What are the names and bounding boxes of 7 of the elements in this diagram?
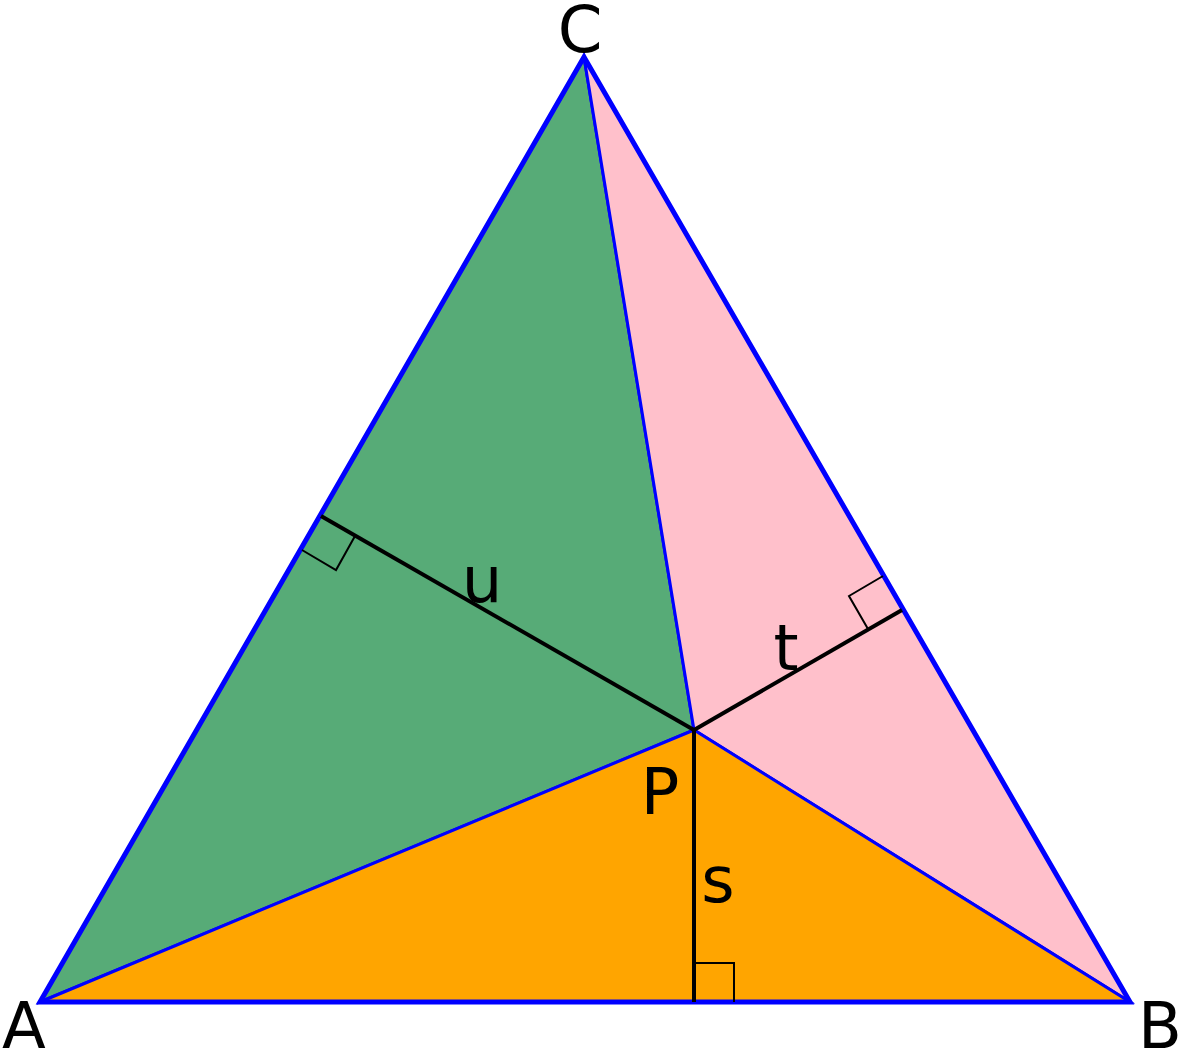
segment-label: s [701,848,735,912]
segment-label: t [773,616,799,680]
vertex-label: C [557,0,603,62]
vertex-label: B [1138,994,1178,1049]
vertex-label: A [2,994,46,1049]
segment-label: u [461,548,503,612]
point-label: P [640,760,680,824]
